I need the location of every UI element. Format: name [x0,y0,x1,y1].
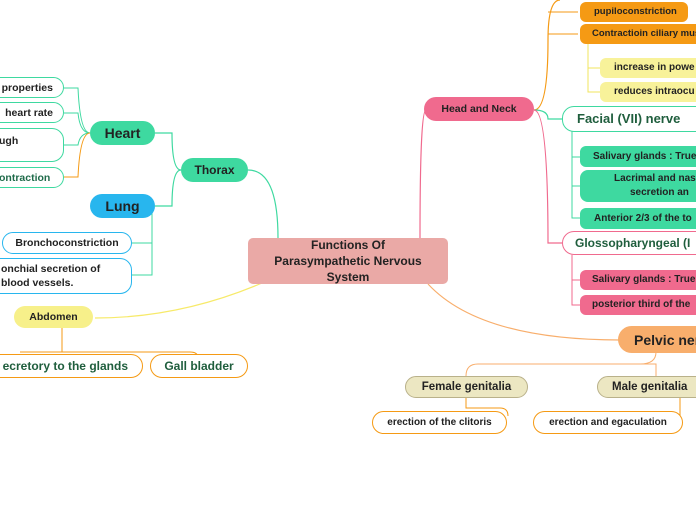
glossopharyngeal-item-salivary[interactable]: Salivary glands : True [580,270,696,290]
lung-item-label: onchial secretion of [1,263,101,275]
heart-item-label: ugh [0,135,19,147]
glossopharyngeal-item-label: posterior third of the [592,299,691,310]
male-genitalia-node[interactable]: Male genitalia [597,376,696,398]
oculomotor-item-label: Contractioin ciliary mus [592,28,696,39]
ciliary-sub-item-label: increase in powe [614,62,695,73]
pelvic-nerve-label: Pelvic ner [634,331,696,348]
glossopharyngeal-item-posterior-tongue[interactable]: posterior third of the [580,295,696,315]
lung-item-bronchoconstriction[interactable]: Bronchoconstriction [2,232,132,254]
abdomen-item-label: ecretory to the glands [2,359,128,373]
heart-item-label: properties [1,81,53,94]
male-item-label: erection and egaculation [549,416,667,428]
abdomen-label: Abdomen [29,311,78,323]
glossopharyngeal-item-label: Salivary glands : True [592,274,696,285]
ciliary-sub-item-intraocular[interactable]: reduces intraocu [600,82,696,102]
female-item-label: erection of the clitoris [387,416,492,428]
abdomen-item-label: Gall bladder [164,359,234,373]
abdomen-node[interactable]: Abdomen [14,306,93,328]
male-item-erection[interactable]: erection and egaculation [533,411,683,434]
central-topic[interactable]: Functions Of Parasympathetic Nervous Sys… [248,238,448,284]
lung-node[interactable]: Lung [90,194,155,218]
heart-item-cough[interactable]: ugh [0,128,64,162]
thorax-node[interactable]: Thorax [181,158,248,182]
pelvic-nerve-node[interactable]: Pelvic ner [618,326,696,353]
thorax-label: Thorax [194,163,235,177]
heart-item-label: ontraction [0,171,51,184]
facial-item-label: Anterior 2/3 of the to [594,212,692,224]
facial-nerve-label: Facial (VII) nerve [577,111,681,126]
female-item-clitoris[interactable]: erection of the clitoris [372,411,507,434]
heart-item-contraction[interactable]: ontraction [0,167,64,188]
heart-item-properties[interactable]: properties [0,77,64,98]
glossopharyngeal-node[interactable]: Glossopharyngeal (I [562,231,696,255]
heart-label: Heart [104,125,141,141]
facial-item-label: Salivary glands : True [593,150,696,162]
facial-item-lacrimal[interactable]: Lacrimal and nas secretion an [580,170,696,202]
facial-item-anterior-tongue[interactable]: Anterior 2/3 of the to [580,208,696,229]
lung-item-label: Bronchoconstriction [15,237,119,249]
lung-label: Lung [105,198,140,214]
abdomen-item-gall-bladder[interactable]: Gall bladder [150,354,248,378]
oculomotor-item-ciliary[interactable]: Contractioin ciliary mus [580,24,696,44]
male-genitalia-label: Male genitalia [612,381,688,393]
head-neck-label: Head and Neck [441,103,517,115]
ciliary-sub-item-power[interactable]: increase in powe [600,58,696,78]
heart-node[interactable]: Heart [90,121,155,145]
facial-item-label: secretion an [630,187,689,198]
abdomen-item-secretory[interactable]: ecretory to the glands [0,354,143,378]
central-topic-label: Functions Of Parasympathetic Nervous Sys… [274,238,422,284]
lung-item-label: blood vessels. [1,277,74,289]
glossopharyngeal-label: Glossopharyngeal (I [575,236,691,250]
ciliary-sub-item-label: reduces intraocu [614,86,695,97]
heart-item-heart-rate[interactable]: heart rate [0,102,64,123]
female-genitalia-node[interactable]: Female genitalia [405,376,528,398]
facial-nerve-node[interactable]: Facial (VII) nerve [562,106,696,132]
heart-item-label: heart rate [5,106,53,119]
facial-item-salivary[interactable]: Salivary glands : True [580,146,696,167]
facial-item-label: Lacrimal and nas [614,173,696,184]
lung-item-bronchial-secretion[interactable]: onchial secretion of blood vessels. [0,258,132,294]
female-genitalia-label: Female genitalia [421,381,512,393]
oculomotor-item-pupiloconstriction[interactable]: pupiloconstriction [580,2,688,22]
oculomotor-item-label: pupiloconstriction [594,6,677,17]
head-neck-node[interactable]: Head and Neck [424,97,534,121]
